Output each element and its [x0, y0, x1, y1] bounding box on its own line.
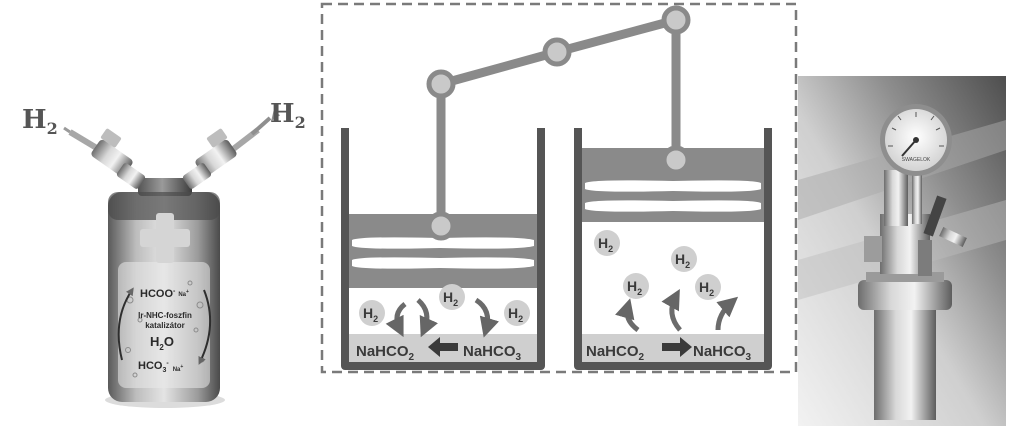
- plus-icon: [140, 213, 190, 263]
- svg-text:H2: H2: [598, 235, 613, 254]
- water-label: H2O: [150, 334, 174, 352]
- piston-linkage: [426, 5, 691, 226]
- h2-bubble: H2: [504, 300, 530, 326]
- h2-bubble: H2: [671, 246, 697, 272]
- catalyst-line1: Ir-NHC-foszfin: [138, 311, 192, 320]
- battery-terminal: [138, 178, 192, 196]
- svg-text:H2: H2: [675, 251, 690, 270]
- h2-right-label: H2: [270, 99, 306, 132]
- battery-liquid: [118, 262, 210, 388]
- svg-text:H2: H2: [363, 305, 378, 324]
- battery-top-band: [108, 192, 220, 220]
- right-reactant-label: NaHCO2: [586, 343, 645, 363]
- piston-diagram: H2 H2 H2 H2 H2 H2 H2 NaHCO2 NaHCO: [320, 2, 798, 374]
- svg-text:H2: H2: [627, 278, 642, 297]
- pivot-joint: [542, 37, 572, 67]
- piston-joint: [661, 145, 691, 175]
- h2-left-arrow: [63, 126, 71, 134]
- valve-left: [68, 128, 146, 189]
- h2-right-arrowhead: [271, 110, 281, 122]
- piston-joint: [426, 211, 456, 241]
- h2-bubble: H2: [594, 230, 620, 256]
- reactor-flange: [858, 280, 952, 310]
- dashed-frame: [320, 2, 798, 374]
- h2-bubble: H2: [623, 273, 649, 299]
- svg-text:H2: H2: [508, 305, 523, 324]
- catalyst-line2: katalizátor: [145, 321, 185, 330]
- gauge-brand: SWAGELOK: [902, 157, 931, 163]
- valve-right: [182, 127, 260, 189]
- bicarbonate-label: HCO3-Na+: [138, 360, 183, 374]
- cycle-arrow-right: [198, 289, 212, 365]
- h2-right-arrow: [250, 116, 272, 136]
- pivot-joint: [661, 5, 691, 35]
- cycle-arrow-left: [117, 287, 134, 361]
- svg-text:H2: H2: [699, 279, 714, 298]
- left-reactant-label: NaHCO2: [356, 343, 415, 363]
- h2-bubble: H2: [695, 274, 721, 300]
- pivot-joint: [426, 69, 456, 99]
- svg-text:H2: H2: [443, 289, 458, 308]
- reactor-photo: SWAGELOK: [798, 76, 1006, 426]
- h2-bubble: H2: [359, 300, 385, 326]
- reactor-vessel: [874, 306, 936, 420]
- right-product-label: NaHCO3: [693, 343, 752, 363]
- left-reaction-arrow: [428, 337, 458, 357]
- right-reaction-arrow: [662, 337, 692, 357]
- battery-illustration: H2 H2 HCOO-Na+ Ir-NHC-foszfin katalizáto…: [22, 99, 306, 408]
- battery-bubbles: [125, 280, 205, 378]
- left-absorb-arrows: [385, 297, 500, 338]
- right-h2-bubbles: H2 H2 H2 H2: [594, 230, 721, 300]
- left-product-label: NaHCO3: [463, 343, 522, 363]
- right-cylinder: [574, 128, 772, 370]
- formate-label: HCOO-Na+: [140, 288, 189, 300]
- gauge-needle: [901, 139, 917, 157]
- h2-left-label: H2: [22, 105, 58, 138]
- h2-bubble: H2: [439, 284, 465, 310]
- right-release-arrows: [615, 289, 739, 333]
- left-h2-bubbles: H2 H2 H2: [359, 284, 530, 326]
